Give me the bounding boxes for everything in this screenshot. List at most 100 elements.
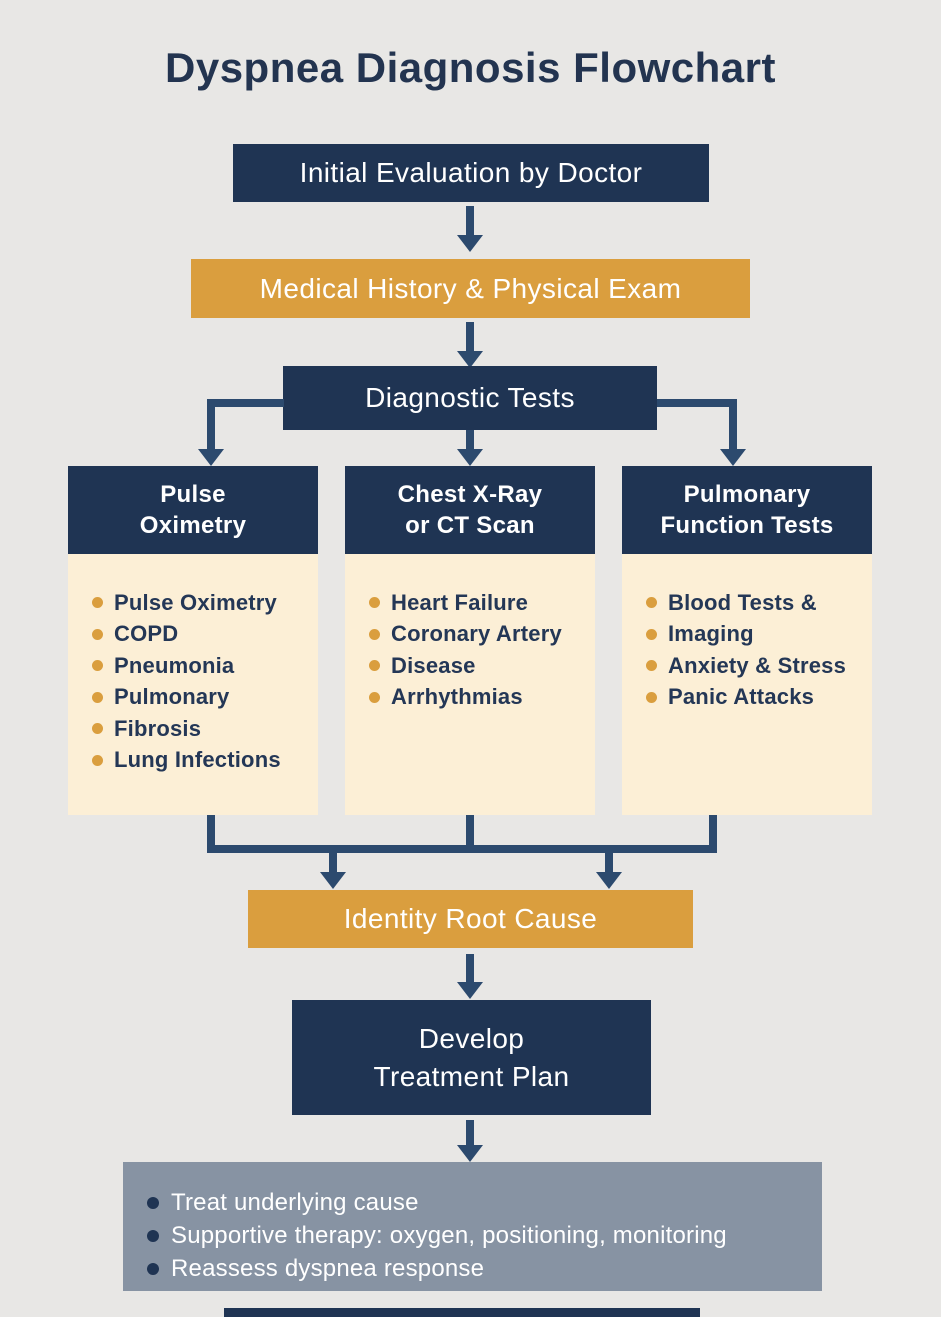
node-label: Diagnostic Tests <box>365 382 575 413</box>
column-title-line: Chest X-Ray <box>397 481 543 508</box>
list-item: Fibrosis <box>92 713 310 745</box>
outcome-item-label: Reassess dyspnea response <box>171 1254 485 1282</box>
column-pulse-oximetry: Pulse Oximetry Pulse Oximetry COPD Pneum… <box>68 466 318 815</box>
column-body: Heart Failure Coronary Artery Disease Ar… <box>345 554 595 815</box>
node-medical-history: Medical History & Physical Exam <box>191 259 750 318</box>
column-header: Chest X-Ray or CT Scan <box>345 466 595 554</box>
bullet-icon <box>646 691 657 703</box>
down-arrow-icon <box>457 206 483 252</box>
column-pulmonary-function: Pulmonary Function Tests Blood Tests & I… <box>622 466 872 815</box>
column-header: Pulse Oximetry <box>68 466 318 554</box>
down-arrow-icon <box>457 430 483 466</box>
outcome-box: Treat underlying cause Supportive therap… <box>123 1162 822 1291</box>
arrow-shaft <box>466 954 474 982</box>
arrow-head <box>457 982 483 999</box>
list-item: Imaging <box>646 619 864 651</box>
arrow-head <box>720 449 746 466</box>
outcome-item: Supportive therapy: oxygen, positioning,… <box>147 1219 802 1252</box>
connector-join-bar <box>207 845 717 853</box>
down-arrow-icon <box>596 853 622 889</box>
outcome-list: Treat underlying cause Supportive therap… <box>147 1186 802 1285</box>
node-initial-evaluation: Initial Evaluation by Doctor <box>233 144 709 202</box>
arrow-head <box>457 235 483 252</box>
outcome-item: Treat underlying cause <box>147 1186 802 1219</box>
list-item: Coronary Artery <box>369 619 587 651</box>
column-list: Heart Failure Coronary Artery Disease Ar… <box>369 587 587 713</box>
arrow-head <box>596 872 622 889</box>
arrow-shaft <box>605 853 613 872</box>
down-arrow-icon <box>457 1120 483 1162</box>
arrow-head <box>457 449 483 466</box>
node-label-line: Develop <box>418 1022 525 1054</box>
column-chest-xray: Chest X-Ray or CT Scan Heart Failure Cor… <box>345 466 595 815</box>
node-identity-root-cause: Identity Root Cause <box>248 890 693 948</box>
list-item: Lung Infections <box>92 745 310 777</box>
arrow-head <box>457 351 483 368</box>
column-title-line: Function Tests <box>660 512 834 539</box>
bullet-icon <box>369 628 380 640</box>
bullet-icon <box>92 723 103 735</box>
connector-line <box>657 399 737 407</box>
list-item: Pulse Oximetry <box>92 587 310 619</box>
list-item: Pulmonary <box>92 682 310 714</box>
list-item-label: Pulmonary <box>114 684 230 710</box>
bullet-icon <box>147 1229 159 1242</box>
arrow-shaft <box>466 322 474 351</box>
bullet-icon <box>92 660 103 672</box>
cropped-next-node-bar <box>224 1308 700 1317</box>
node-develop-treatment-plan: Develop Treatment Plan <box>292 1000 651 1115</box>
down-arrow-icon <box>457 954 483 999</box>
bullet-icon <box>646 660 657 672</box>
list-item-label: Heart Failure <box>391 589 529 615</box>
bullet-icon <box>369 660 380 672</box>
list-item: COPD <box>92 619 310 651</box>
bullet-icon <box>92 628 103 640</box>
bullet-icon <box>92 691 103 703</box>
node-diagnostic-tests: Diagnostic Tests <box>283 366 657 430</box>
bullet-icon <box>646 597 657 609</box>
bullet-icon <box>92 597 103 609</box>
bullet-icon <box>92 754 103 766</box>
column-title-line: Oximetry <box>139 512 247 539</box>
arrow-head <box>198 449 224 466</box>
list-item-label: Anxiety & Stress <box>668 652 847 678</box>
column-body: Blood Tests & Imaging Anxiety & Stress P… <box>622 554 872 815</box>
bullet-icon <box>147 1262 159 1275</box>
node-label: Medical History & Physical Exam <box>259 272 682 304</box>
down-arrow-icon <box>457 322 483 368</box>
arrow-shaft <box>329 853 337 872</box>
column-title-line: Pulmonary <box>683 481 811 508</box>
bullet-icon <box>646 628 657 640</box>
list-item-label: Imaging <box>668 621 754 647</box>
list-item: Disease <box>369 650 587 682</box>
outcome-item-label: Supportive therapy: oxygen, positioning,… <box>171 1221 727 1249</box>
connector-line <box>207 399 215 449</box>
connector-line <box>466 815 474 846</box>
list-item-label: Lung Infections <box>114 747 281 773</box>
column-title-line: Pulse <box>160 481 226 508</box>
arrow-head <box>320 872 346 889</box>
node-label: Identity Root Cause <box>343 903 598 934</box>
column-list: Pulse Oximetry COPD Pneumonia Pulmonary … <box>92 587 310 776</box>
list-item: Heart Failure <box>369 587 587 619</box>
arrow-shaft <box>466 1120 474 1145</box>
arrow-head <box>457 1145 483 1162</box>
column-header: Pulmonary Function Tests <box>622 466 872 554</box>
down-arrow-icon <box>320 853 346 889</box>
node-label-line: Treatment Plan <box>373 1060 570 1092</box>
list-item: Panic Attacks <box>646 682 864 714</box>
list-item: Pneumonia <box>92 650 310 682</box>
list-item-label: Blood Tests & <box>668 589 817 615</box>
list-item-label: Pulse Oximetry <box>114 589 277 615</box>
bullet-icon <box>369 691 380 703</box>
bullet-icon <box>147 1196 159 1209</box>
list-item-label: Arrhythmias <box>391 684 523 710</box>
connector-line <box>729 399 737 449</box>
list-item: Arrhythmias <box>369 682 587 714</box>
list-item-label: Coronary Artery <box>391 621 562 647</box>
bullet-icon <box>369 597 380 609</box>
list-item-label: COPD <box>114 621 179 647</box>
node-label: Initial Evaluation by Doctor <box>299 157 643 188</box>
connector-line <box>709 815 717 846</box>
